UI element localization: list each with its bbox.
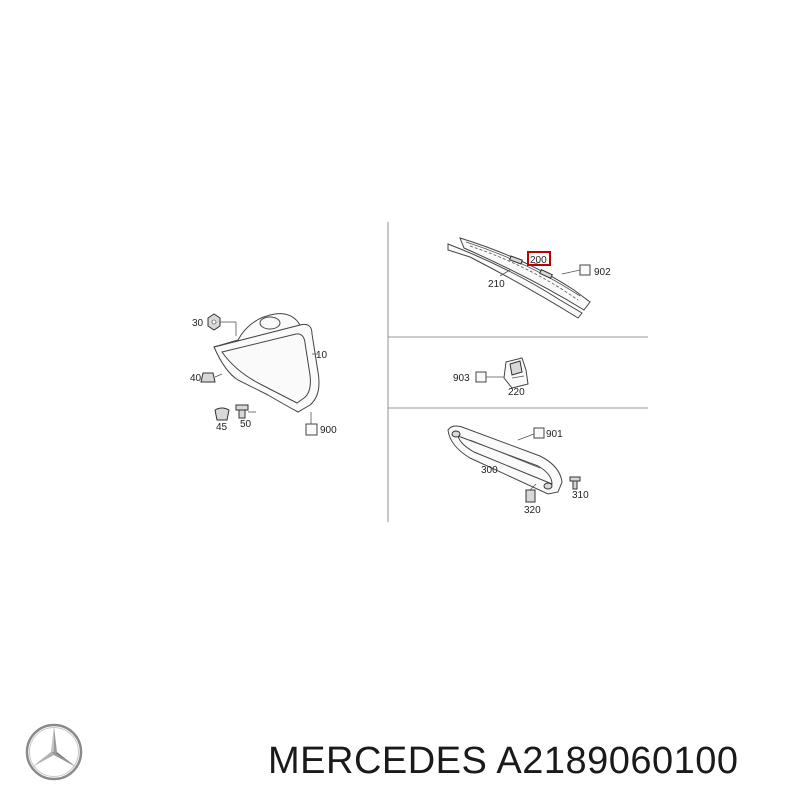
part-number: A2189060100	[496, 740, 739, 782]
part-40-grommet	[200, 372, 223, 383]
third-brake-light	[447, 237, 591, 319]
label-50: 50	[240, 419, 252, 430]
label-903: 903	[453, 373, 470, 384]
part-30-nut	[207, 313, 237, 336]
part-50-screw	[235, 404, 256, 419]
part-900-connector	[305, 412, 318, 436]
part-310-screw	[569, 476, 581, 490]
label-320: 320	[524, 505, 541, 516]
part-220-bulb-holder	[503, 357, 529, 389]
mercedes-star-icon	[25, 723, 83, 781]
label-310: 310	[572, 490, 589, 501]
part-45-clip	[214, 407, 230, 421]
tail-lamp-lens	[221, 333, 311, 404]
part-200-highlight-box	[527, 251, 551, 266]
label-220: 220	[508, 387, 525, 398]
label-900: 900	[320, 425, 337, 436]
brand-name: MERCEDES	[268, 740, 488, 782]
part-320-nut	[525, 483, 537, 503]
part-902-connector	[561, 264, 591, 276]
label-901: 901	[546, 429, 563, 440]
tail-lamp-assembly	[213, 313, 320, 413]
part-300-lamp	[447, 425, 563, 495]
tail-lamp-socket	[259, 316, 281, 330]
part-901-connector	[517, 427, 545, 441]
part-title: MERCEDES A2189060100	[268, 740, 739, 783]
label-40: 40	[190, 373, 202, 384]
part-903-connector	[475, 371, 504, 383]
label-200: 200	[530, 255, 547, 266]
label-45: 45	[216, 422, 228, 433]
label-210: 210	[488, 279, 505, 290]
label-902: 902	[594, 267, 611, 278]
label-300: 300	[481, 465, 498, 476]
label-10: 10	[316, 350, 328, 361]
part-200-light-bar	[459, 237, 591, 311]
label-30: 30	[192, 318, 204, 329]
part-210-seal	[447, 243, 583, 319]
